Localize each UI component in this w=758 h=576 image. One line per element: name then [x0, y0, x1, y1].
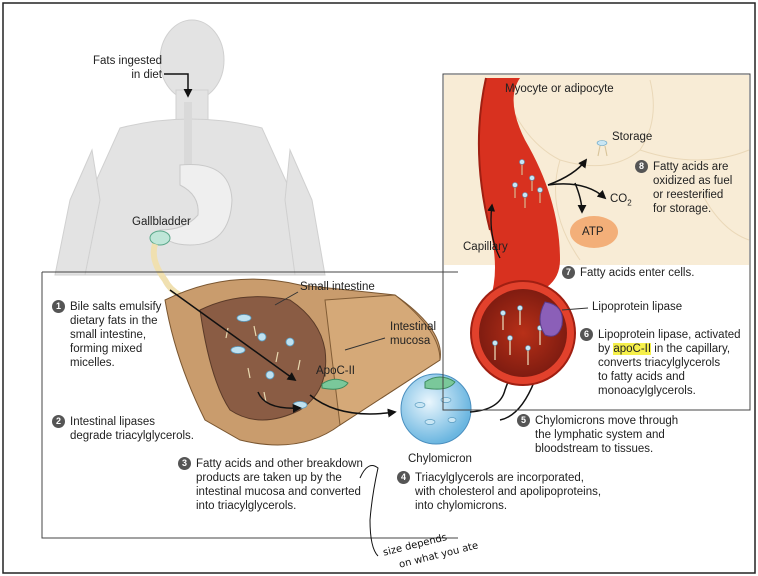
step-text: Bile salts emulsify dietary fats in the … [70, 301, 162, 369]
lipoprotein-lipase-label: Lipoprotein lipase [592, 301, 683, 313]
step-number: 5 [517, 414, 530, 427]
step-3: 3 Fatty acids and other breakdown product… [178, 457, 363, 513]
step-number: 8 [635, 160, 648, 173]
step-text: Fatty acids are oxidized as fuel or rees… [653, 161, 733, 215]
step-number: 7 [562, 266, 575, 279]
step-6-text-pre: Lipoprotein lipase, activated by [598, 329, 741, 355]
fatty-acid-tails [225, 325, 301, 403]
co2-subscript: 2 [627, 198, 632, 208]
cell-fatty-acids [512, 140, 608, 198]
chylomicron-particle [400, 373, 472, 445]
lower-box-frame [41, 271, 458, 539]
mucosa-leader [344, 337, 386, 351]
atp-arrow [574, 182, 587, 214]
tissue-box-frame [442, 73, 751, 411]
step-number: 6 [580, 328, 593, 341]
apoc2-protein [321, 378, 349, 390]
step-6-text-post: in the capillary, converts triacylglycer… [598, 343, 731, 397]
lipase-leader [561, 307, 589, 311]
co2-arrow [547, 183, 607, 200]
uptake-arrow [257, 391, 302, 413]
step-text: Triacylglycerols are incorporated, with … [415, 472, 602, 512]
step-2: 2 Intestinal lipases degrade triacylglyce… [52, 415, 194, 443]
micelle-particles [230, 314, 308, 409]
intestine-path-arrow [169, 289, 297, 382]
small-intestine-label: Small intestine [300, 281, 375, 293]
step-4: 4 Triacylglycerols are incorporated, with… [397, 471, 601, 513]
step-5: 5 Chylomicrons move through the lymphatic… [517, 414, 678, 456]
atp-label: ATP [582, 226, 604, 238]
capillary-cross-section [470, 280, 576, 386]
step-6: 6 Lipoprotein lipase, activated by apoC-I… [580, 328, 741, 398]
step-text: Fatty acids enter cells. [580, 267, 695, 279]
step-8: 8 Fatty acids are oxidized as fuel or ree… [635, 160, 732, 216]
step-text: Fatty acids and other breakdown products… [196, 458, 363, 512]
co2-text: CO [610, 193, 628, 205]
capillary-label: Capillary [463, 241, 508, 253]
fats-ingested-label: Fats ingested in diet [92, 55, 162, 81]
step-text: Lipoprotein lipase, activated by apoC-II… [598, 328, 741, 398]
storage-arrow [547, 158, 588, 186]
step-7: 7 Fatty acids enter cells. [562, 266, 694, 280]
step-number: 2 [52, 415, 65, 428]
step-text: Chylomicrons move through the lymphatic … [535, 415, 679, 455]
co2-label: CO2 [610, 192, 632, 210]
myocyte-label: Myocyte or adipocyte [505, 83, 614, 95]
intestinal-mucosa-label: Intestinal mucosa [390, 321, 437, 347]
atp-blob [570, 216, 618, 248]
step-text: Intestinal lipases degrade triacylglycer… [70, 416, 195, 442]
gallbladder-label: Gallbladder [132, 216, 191, 228]
small-intestine-cutaway [164, 278, 441, 446]
to-chylomicron-arrow [309, 394, 397, 418]
apoc2-highlight: apoC-II [613, 343, 652, 355]
step-1: 1 Bile salts emulsify dietary fats in the… [52, 300, 161, 370]
human-body-silhouette [54, 19, 326, 276]
ingestion-arrow [164, 73, 193, 98]
storage-label: Storage [612, 131, 653, 143]
capillary-enter-arrow [487, 203, 501, 259]
chylomicron-label: Chylomicron [408, 453, 472, 465]
gallbladder-organ [149, 230, 171, 246]
step-number: 3 [178, 457, 191, 470]
small-intestine-leader [274, 291, 299, 306]
handwritten-curve [359, 465, 379, 557]
capillary-vessel [478, 78, 560, 300]
step-number: 4 [397, 471, 410, 484]
step-number: 1 [52, 300, 65, 313]
apoc2-label: ApoC-II [316, 365, 355, 377]
lipoprotein-lipase-enzyme [539, 301, 563, 337]
stomach [159, 163, 233, 246]
